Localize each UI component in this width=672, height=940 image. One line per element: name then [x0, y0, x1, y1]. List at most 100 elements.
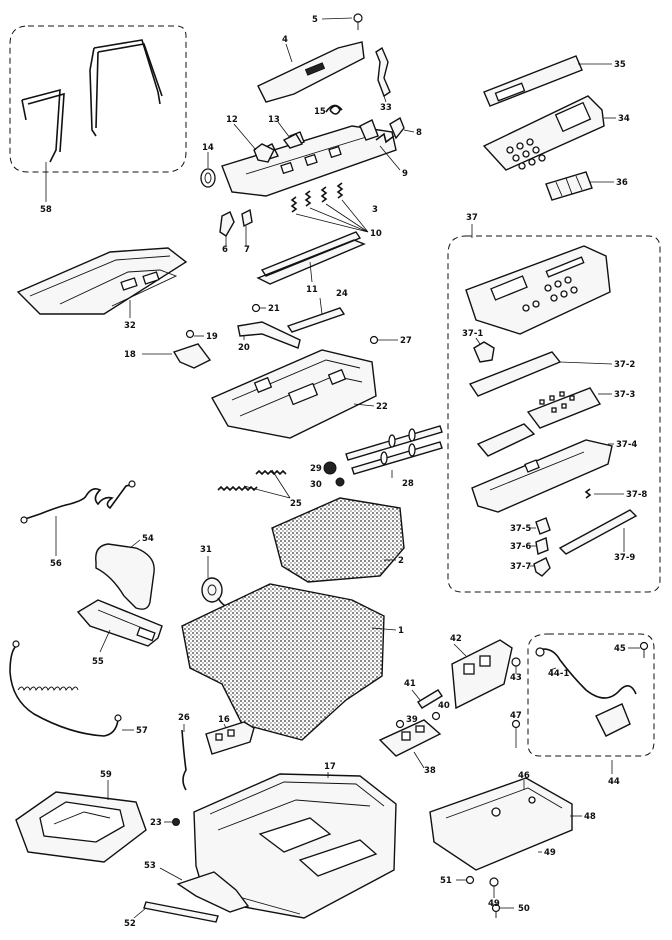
- rail-11: [256, 231, 366, 285]
- callout-14: 14: [202, 143, 214, 153]
- speaker-37-1: [473, 341, 495, 363]
- callout-48: 48: [584, 812, 596, 822]
- latch-8: [389, 116, 405, 140]
- callout-12: 12: [226, 115, 238, 125]
- callout-47: 47: [510, 711, 522, 721]
- springs-10: [290, 182, 344, 213]
- gear-29: [323, 461, 337, 475]
- callout-18: 18: [124, 350, 136, 360]
- callout-37-1: 37-1: [462, 329, 483, 339]
- screw-51: [465, 875, 475, 885]
- part-41: [417, 689, 443, 709]
- callout-1: 1: [398, 626, 404, 636]
- upper-frame-3: [221, 119, 397, 197]
- callout-10: 10: [370, 229, 382, 239]
- springs-25: [217, 469, 287, 492]
- hook-6: [219, 211, 235, 237]
- callout-17: 17: [324, 762, 336, 772]
- callout-54: 54: [142, 534, 154, 544]
- callout-37-7: 37-7: [510, 562, 531, 572]
- rollers-28: [345, 425, 443, 475]
- callout-20: 20: [238, 343, 250, 353]
- callout-52: 52: [124, 919, 136, 929]
- screw-40: [431, 711, 441, 721]
- callout-19: 19: [206, 332, 218, 342]
- callout-34: 34: [618, 114, 630, 124]
- part-43: [511, 657, 521, 667]
- spring-15: [325, 104, 343, 115]
- callout-5: 5: [312, 15, 318, 25]
- callout-7: 7: [244, 245, 250, 255]
- screw-45: [639, 641, 649, 658]
- callout-37-6: 37-6: [510, 542, 531, 552]
- callout-55: 55: [92, 657, 104, 667]
- callout-46: 46: [518, 771, 530, 781]
- callout-56: 56: [50, 559, 62, 569]
- callout-51: 51: [440, 876, 452, 886]
- callout-50: 50: [518, 904, 530, 914]
- bracket-53: [176, 871, 250, 913]
- callout-26: 26: [178, 713, 190, 723]
- rubber-keys-37-3: [526, 387, 602, 429]
- cord-56: [20, 480, 136, 524]
- keypad-overlay-34: [482, 95, 605, 171]
- callout-58: 58: [40, 205, 52, 215]
- group-box-44: [527, 633, 655, 757]
- callout-39: 39: [406, 715, 418, 725]
- callout-37-5: 37-5: [510, 524, 531, 534]
- spring-9: [375, 132, 395, 144]
- power-unit-44-1: [535, 647, 637, 737]
- coil-cord-57: [9, 640, 122, 737]
- callout-13: 13: [268, 115, 280, 125]
- group-box-58: [9, 25, 187, 173]
- callout-16: 16: [218, 715, 230, 725]
- callout-4: 4: [282, 35, 288, 45]
- panel-label-35: [483, 55, 583, 107]
- callout-44: 44: [608, 777, 620, 787]
- wire-26: [181, 729, 187, 791]
- bracket-20: [237, 321, 301, 349]
- rail-37-9: [558, 509, 638, 555]
- panel-base-37-4: [471, 439, 613, 513]
- callout-35: 35: [614, 60, 626, 70]
- clip-13: [282, 133, 304, 149]
- callout-21: 21: [268, 304, 280, 314]
- clip-37-7: [533, 557, 551, 577]
- callout-24: 24: [336, 289, 348, 299]
- callout-31: 31: [200, 545, 212, 555]
- clip-37-5: [535, 517, 551, 535]
- spring-37-8: [584, 488, 592, 499]
- group-box-37: [447, 235, 661, 593]
- foot-49: [489, 877, 499, 887]
- rod-52: [143, 901, 219, 923]
- callout-49-b: 49: [488, 899, 500, 909]
- screw-5: [353, 13, 363, 30]
- spring-14: [200, 168, 216, 188]
- callout-44-1: 44-1: [548, 669, 569, 679]
- screw-39: [395, 719, 405, 729]
- callout-41: 41: [404, 679, 416, 689]
- clip-37-6: [535, 537, 549, 555]
- screw-21: [251, 303, 261, 313]
- callout-36: 36: [616, 178, 628, 188]
- base-17: [193, 773, 397, 919]
- callout-53: 53: [144, 861, 156, 871]
- callout-6: 6: [222, 245, 228, 255]
- cover-32: [16, 247, 188, 315]
- callout-37-4: 37-4: [616, 440, 637, 450]
- callout-9: 9: [402, 169, 408, 179]
- callout-37: 37: [466, 213, 478, 223]
- callout-42: 42: [450, 634, 462, 644]
- callout-8: 8: [416, 128, 422, 138]
- board-42: [451, 639, 513, 710]
- callout-57: 57: [136, 726, 148, 736]
- bracket-18: [172, 343, 212, 369]
- callout-labels: 5 4 35 34 33 15 12 13 8 9 14 3 36 58 6 7…: [40, 15, 647, 929]
- callout-37-2: 37-2: [614, 360, 635, 370]
- screw-50: [491, 903, 501, 918]
- callout-3: 3: [372, 205, 378, 215]
- callout-38: 38: [424, 766, 436, 776]
- callout-32: 32: [124, 321, 136, 331]
- callout-37-8: 37-8: [626, 490, 647, 500]
